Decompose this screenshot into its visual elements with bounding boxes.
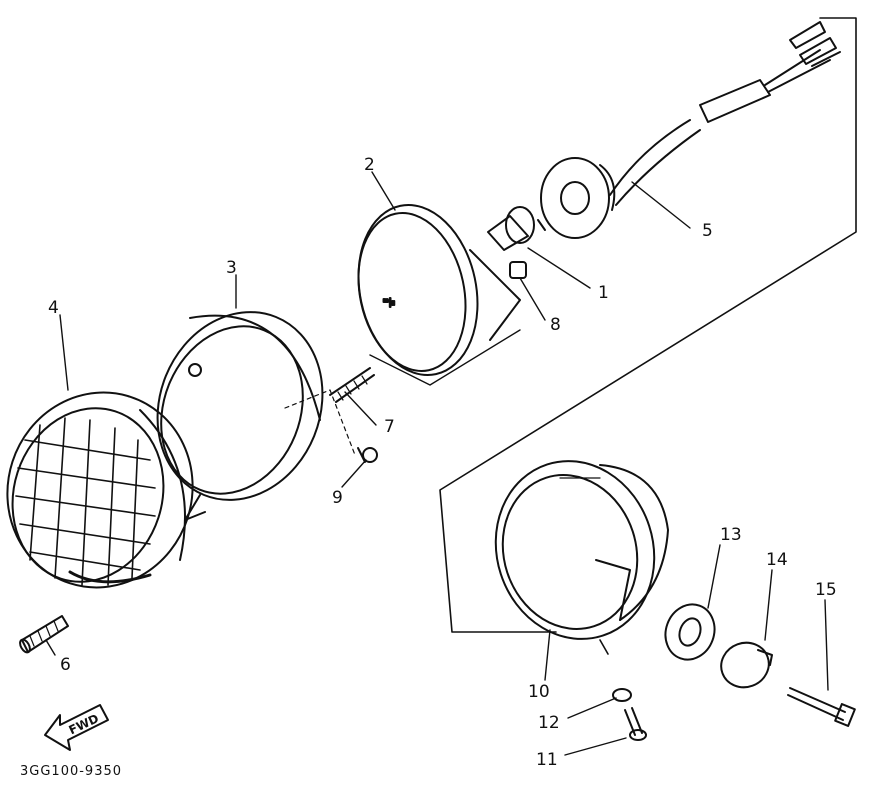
beam-marking: ᵐ|ᵢₗ bbox=[383, 298, 395, 308]
part-number-15: 15 bbox=[815, 580, 837, 600]
guard-bolt bbox=[19, 615, 69, 654]
headlight-housing bbox=[494, 460, 669, 640]
part-number-14: 14 bbox=[766, 550, 788, 570]
grommet bbox=[664, 603, 716, 661]
headlight-rim bbox=[156, 311, 324, 521]
part-number-12: 12 bbox=[538, 713, 560, 733]
part-number-8: 8 bbox=[550, 315, 561, 335]
leader-lines bbox=[45, 171, 829, 756]
part-number-4: 4 bbox=[48, 298, 59, 318]
part-number-3: 3 bbox=[226, 258, 237, 278]
part-number-2: 2 bbox=[364, 155, 375, 175]
part-number-1: 1 bbox=[598, 283, 609, 303]
part-number-6: 6 bbox=[60, 655, 71, 675]
part-number-5: 5 bbox=[702, 221, 713, 241]
grille-mesh bbox=[15, 417, 156, 586]
drawing-code: 3GG100-9350 bbox=[20, 764, 122, 779]
fwd-label: FWD bbox=[67, 711, 101, 737]
rim-screw bbox=[357, 447, 378, 463]
headlight-guard-grille bbox=[6, 391, 194, 589]
housing-screw bbox=[624, 707, 647, 741]
part-number-10: 10 bbox=[528, 682, 550, 702]
bulb-socket-harness bbox=[540, 21, 841, 239]
part-number-7: 7 bbox=[384, 417, 395, 437]
washer bbox=[612, 688, 632, 702]
cover-cap bbox=[720, 641, 773, 689]
part-number-labels: 2 3 4 5 1 8 7 9 6 10 12 11 13 14 15 3GG1… bbox=[20, 155, 837, 779]
part-number-11: 11 bbox=[536, 750, 558, 770]
socket-nut bbox=[509, 261, 527, 279]
headlight-bulb bbox=[487, 206, 546, 251]
forward-direction-arrow: FWD bbox=[44, 704, 109, 751]
part-number-9: 9 bbox=[332, 488, 343, 508]
assembly-bracket-outline bbox=[439, 17, 857, 655]
sealed-beam-unit: ᵐ|ᵢₗ bbox=[357, 204, 521, 386]
mounting-bolt bbox=[787, 687, 856, 727]
part-number-13: 13 bbox=[720, 525, 742, 545]
adjusting-screw bbox=[284, 367, 375, 456]
